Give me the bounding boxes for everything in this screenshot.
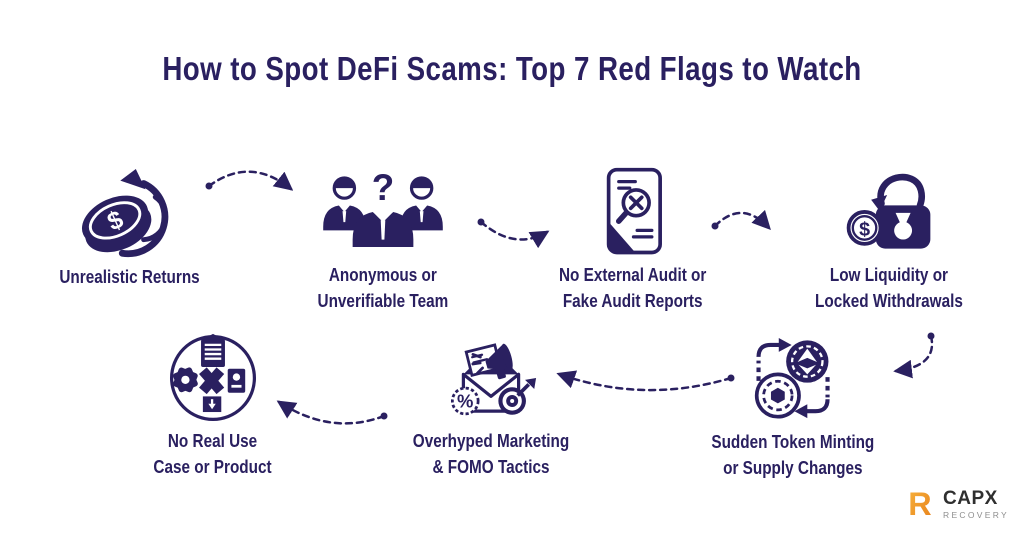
token-minting-icon — [746, 333, 841, 425]
anonymous-team-icon: ? — [308, 166, 458, 258]
flag-label: No Real Use Case or Product — [153, 431, 273, 477]
svg-text:$: $ — [859, 218, 870, 240]
locked-withdrawals-icon: $ — [839, 164, 939, 258]
flag-label: Overhyped Marketing & FOMO Tactics — [412, 431, 570, 477]
svg-text:?: ? — [372, 167, 394, 208]
page-title: How to Spot DeFi Scams: Top 7 Red Flags … — [162, 50, 862, 87]
flag-label: No External Audit or Fake Audit Reports — [559, 265, 707, 311]
flag-label: Anonymous or Unverifiable Team — [317, 265, 449, 311]
flag-label: Unrealistic Returns — [59, 267, 201, 287]
capx-recovery-logo: R CAPX RECOVERY — [902, 486, 1009, 522]
flag-item-token-minting: Sudden Token Minting or Supply Changes — [678, 333, 908, 481]
flag-item-no-use-case: No Real Use Case or Product — [98, 332, 328, 480]
svg-text:%: % — [457, 390, 473, 411]
flag-item-fake-audit: No External Audit or Fake Audit Reports — [518, 166, 748, 314]
capx-logo-mark: R — [908, 486, 931, 522]
megaphone-glyph — [471, 343, 513, 380]
no-use-case-icon — [167, 332, 259, 424]
fake-audit-icon — [592, 166, 674, 258]
svg-text:R: R — [908, 486, 931, 522]
flag-item-locked-withdrawals: $ Low Liquidity or Locked Withdrawals — [774, 164, 1004, 314]
flag-label: Low Liquidity or Locked Withdrawals — [815, 265, 963, 311]
flag-item-overhyped-marketing: % Overhyped Marketing & FOMO Tactics — [376, 332, 606, 480]
overhyped-marketing-icon: % — [441, 332, 541, 424]
logo-subtitle-text: RECOVERY — [943, 509, 1009, 520]
flag-label: Sudden Token Minting or Supply Changes — [711, 432, 875, 478]
unrealistic-returns-icon: $ — [71, 168, 189, 260]
logo-brand-text: CAPX — [943, 487, 998, 509]
flag-item-unrealistic-returns: $ Unrealistic Returns — [15, 168, 245, 290]
flag-item-anonymous-team: ? Anonymous or Unverifiable Team — [268, 166, 498, 314]
